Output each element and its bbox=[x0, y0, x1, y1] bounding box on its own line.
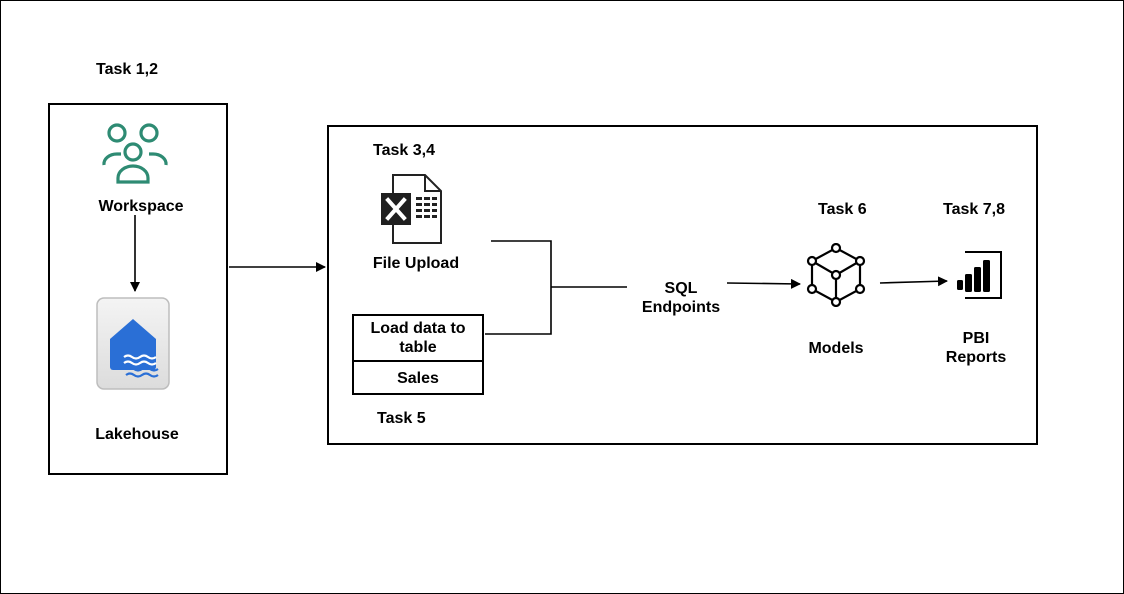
load-data-table: Load data to table Sales bbox=[352, 314, 484, 395]
pipeline-group-box bbox=[327, 125, 1038, 445]
table-header-line-2: table bbox=[399, 339, 437, 356]
pbi-reports-label: PBI Reports bbox=[926, 329, 1026, 367]
model-cube-icon bbox=[806, 243, 866, 307]
sql-line-2: Endpoints bbox=[641, 299, 721, 316]
lakehouse-label: Lakehouse bbox=[95, 426, 179, 443]
sql-line-1: SQL bbox=[664, 280, 698, 297]
file-upload-label: File Upload bbox=[372, 255, 460, 272]
models-label: Models bbox=[808, 340, 864, 357]
pbi-line-2: Reports bbox=[945, 349, 1007, 366]
lakehouse-icon bbox=[96, 297, 170, 390]
task-7-8-label: Task 7,8 bbox=[943, 201, 1005, 218]
task-6-label: Task 6 bbox=[818, 201, 867, 218]
power-bi-icon bbox=[957, 251, 1002, 299]
people-group-icon bbox=[102, 123, 168, 184]
table-header-line-1: Load data to bbox=[370, 320, 466, 337]
sql-endpoints-label: SQL Endpoints bbox=[629, 279, 733, 317]
task-3-4-label: Task 3,4 bbox=[373, 142, 435, 159]
task-1-2-label: Task 1,2 bbox=[96, 61, 158, 78]
pbi-line-1: PBI bbox=[962, 330, 990, 347]
excel-file-icon bbox=[381, 174, 442, 244]
table-header: Load data to table bbox=[354, 316, 482, 362]
table-row-sales: Sales bbox=[397, 369, 439, 387]
task-5-label: Task 5 bbox=[377, 410, 426, 427]
workspace-group-box bbox=[48, 103, 228, 475]
workspace-label: Workspace bbox=[98, 198, 184, 215]
